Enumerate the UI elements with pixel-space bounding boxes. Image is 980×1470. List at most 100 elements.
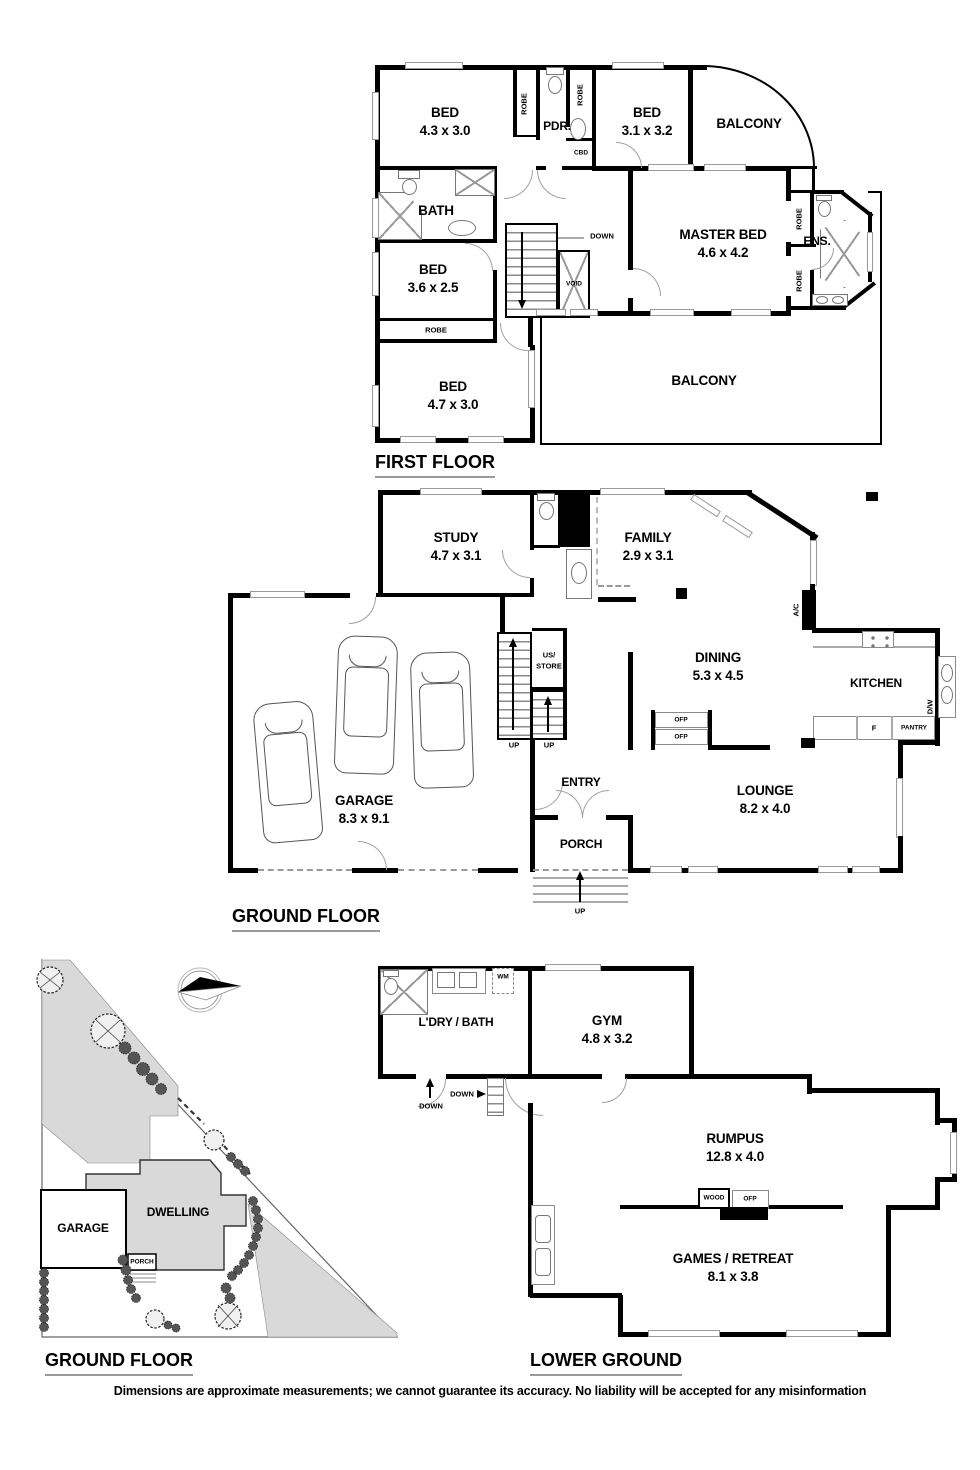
disclaimer-text: Dimensions are approximate measurements;… bbox=[113, 1384, 867, 1398]
wall bbox=[628, 311, 791, 316]
robe-label: ROBE bbox=[794, 270, 804, 292]
shower-icon bbox=[380, 969, 428, 1015]
wall bbox=[378, 490, 383, 597]
wall bbox=[530, 740, 535, 818]
wall bbox=[530, 490, 534, 550]
wall bbox=[378, 966, 694, 971]
wall bbox=[532, 628, 567, 631]
wall bbox=[628, 652, 633, 750]
wall bbox=[375, 318, 497, 321]
arrow-head bbox=[477, 1090, 486, 1098]
wall bbox=[898, 836, 903, 873]
post bbox=[676, 588, 687, 599]
car-icon bbox=[252, 699, 324, 845]
tree-branches bbox=[39, 971, 239, 1328]
room-dims: 8.2 x 4.0 bbox=[739, 801, 791, 816]
bath-tub-icon bbox=[455, 169, 495, 196]
car-roof bbox=[418, 682, 466, 752]
wall bbox=[625, 1074, 812, 1079]
wall bbox=[352, 868, 398, 873]
window bbox=[818, 866, 848, 873]
toilet-icon bbox=[383, 970, 399, 977]
robe-label: ROBE bbox=[575, 84, 585, 106]
window bbox=[545, 964, 601, 971]
wall bbox=[228, 868, 258, 873]
room-name: GYM bbox=[591, 1013, 623, 1029]
balcony-edge bbox=[880, 191, 882, 445]
cupboard-divider bbox=[891, 716, 893, 740]
room-label-pdr: PDR. bbox=[543, 119, 571, 134]
room-label-rumpus: RUMPUS 12.8 x 4.0 bbox=[706, 1130, 764, 1166]
window bbox=[896, 778, 903, 838]
room-label-games: GAMES / RETREAT 8.1 x 3.8 bbox=[673, 1250, 794, 1286]
cooktop-icon bbox=[862, 631, 894, 648]
entry-door-arc bbox=[582, 790, 609, 818]
wall bbox=[786, 166, 791, 201]
up-arrow-head bbox=[576, 871, 584, 880]
wall bbox=[810, 270, 814, 310]
window bbox=[372, 385, 379, 427]
door-arc bbox=[616, 142, 642, 168]
window bbox=[690, 494, 721, 518]
window bbox=[810, 540, 817, 586]
open-plan-dash bbox=[596, 497, 598, 585]
room-label-entry: ENTRY bbox=[561, 775, 601, 790]
wall bbox=[618, 1295, 623, 1337]
window bbox=[648, 164, 694, 171]
room-label-porch: PORCH bbox=[559, 837, 603, 852]
ofp-label: OFP bbox=[743, 1195, 757, 1203]
room-name: DINING bbox=[694, 650, 742, 666]
room-label-bath: BATH bbox=[418, 203, 454, 219]
room-label-garage: GARAGE 8.3 x 9.1 bbox=[335, 792, 393, 828]
toilet-icon bbox=[546, 67, 564, 75]
window bbox=[786, 1330, 858, 1337]
room-dims: 3.6 x 2.5 bbox=[407, 280, 459, 295]
window bbox=[648, 1330, 720, 1337]
up-label: UP bbox=[508, 740, 520, 750]
wall bbox=[710, 745, 770, 750]
window bbox=[420, 488, 482, 495]
wall bbox=[530, 815, 535, 872]
wall bbox=[651, 710, 655, 750]
room-label-study: STUDY 4.7 x 3.1 bbox=[431, 529, 482, 565]
room-dims: 12.8 x 4.0 bbox=[705, 1149, 765, 1164]
up-arrow bbox=[547, 702, 549, 732]
basin-icon bbox=[570, 118, 586, 140]
floor-title-ground: GROUND FLOOR bbox=[232, 906, 380, 932]
stair-arrow bbox=[521, 232, 523, 302]
room-dims: 4.3 x 3.0 bbox=[419, 123, 471, 138]
stair-arrow-head bbox=[518, 300, 526, 309]
window bbox=[704, 164, 746, 171]
wall bbox=[530, 578, 534, 597]
up-arrow-head bbox=[544, 696, 552, 705]
room-label-lounge: LOUNGE 8.2 x 4.0 bbox=[737, 782, 794, 818]
wall bbox=[786, 242, 791, 256]
porch-steps bbox=[128, 1273, 156, 1283]
window bbox=[372, 92, 379, 140]
room-label-master: MASTER BED 4.6 x 4.2 bbox=[679, 226, 766, 262]
down-label: DOWN bbox=[590, 231, 614, 241]
staircase bbox=[505, 223, 558, 318]
room-label-family: FAMILY 2.9 x 3.1 bbox=[623, 529, 674, 565]
void-shaft bbox=[558, 250, 590, 318]
wall bbox=[378, 1074, 416, 1079]
room-name: LOUNGE bbox=[736, 783, 794, 799]
room-dims: 4.7 x 3.0 bbox=[427, 397, 479, 412]
room-name: BED bbox=[431, 105, 459, 121]
pantry-label: PANTRY bbox=[901, 724, 927, 732]
open-plan-dash bbox=[598, 585, 630, 587]
room-label-bed4: BED 4.7 x 3.0 bbox=[428, 378, 479, 414]
sink-icon bbox=[941, 686, 953, 704]
room-name: BED bbox=[439, 379, 467, 395]
cbd-label: CBD bbox=[573, 149, 589, 157]
room-label-balcony-top: BALCONY bbox=[716, 116, 782, 132]
wall bbox=[620, 1332, 891, 1337]
wall bbox=[493, 270, 497, 342]
basin-icon bbox=[571, 562, 587, 584]
up-label: UP bbox=[543, 740, 555, 750]
arrow bbox=[429, 1082, 431, 1098]
wall bbox=[532, 687, 567, 690]
room-label-bed1: BED 4.3 x 3.0 bbox=[420, 104, 471, 140]
basin-icon bbox=[832, 296, 844, 304]
